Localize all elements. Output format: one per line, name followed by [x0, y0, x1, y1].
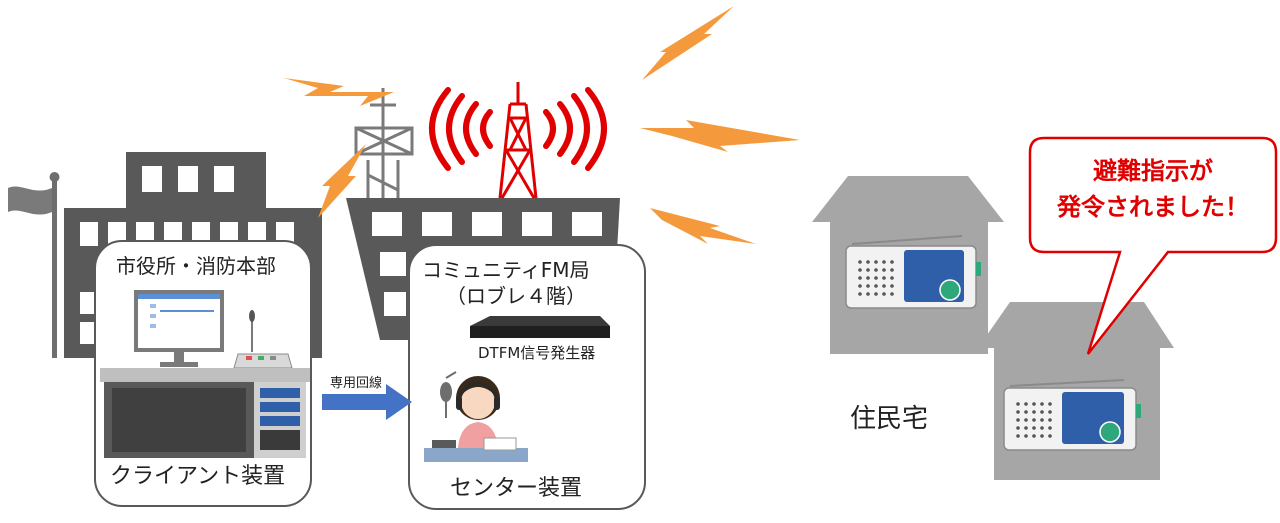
fm-station-floor-label: （ロブレ４階）	[446, 284, 586, 308]
antenna-tower-icon	[354, 88, 414, 205]
flag-icon	[8, 172, 60, 358]
radio-wave-icon	[429, 87, 607, 171]
fm-tower-icon	[498, 82, 538, 199]
announcer-icon	[424, 371, 528, 462]
residence-label: 住民宅	[850, 404, 929, 434]
client-device-label: クライアント装置	[110, 464, 286, 489]
lightning-icon	[284, 6, 800, 244]
desk-icon	[100, 368, 310, 458]
microphone-console-icon	[233, 310, 293, 369]
dedicated-line-label: 専用回線	[330, 376, 383, 391]
fm-station-label: コミュニティFM局	[422, 258, 590, 282]
dtfm-generator-icon	[470, 316, 610, 338]
radio-receiver-icon	[845, 235, 981, 309]
center-device-label: センター装置	[450, 476, 583, 501]
bubble-line-2: 発令されました！	[1057, 193, 1249, 221]
dtfm-generator-label: DTFM信号発生器	[478, 344, 596, 362]
bubble-line-1: 避難指示が	[1093, 157, 1213, 185]
city-hall-label: 市役所・消防本部	[116, 254, 276, 278]
radio-receiver-icon	[1003, 379, 1141, 451]
monitor-icon	[134, 290, 224, 367]
speech-bubble	[1028, 136, 1278, 355]
